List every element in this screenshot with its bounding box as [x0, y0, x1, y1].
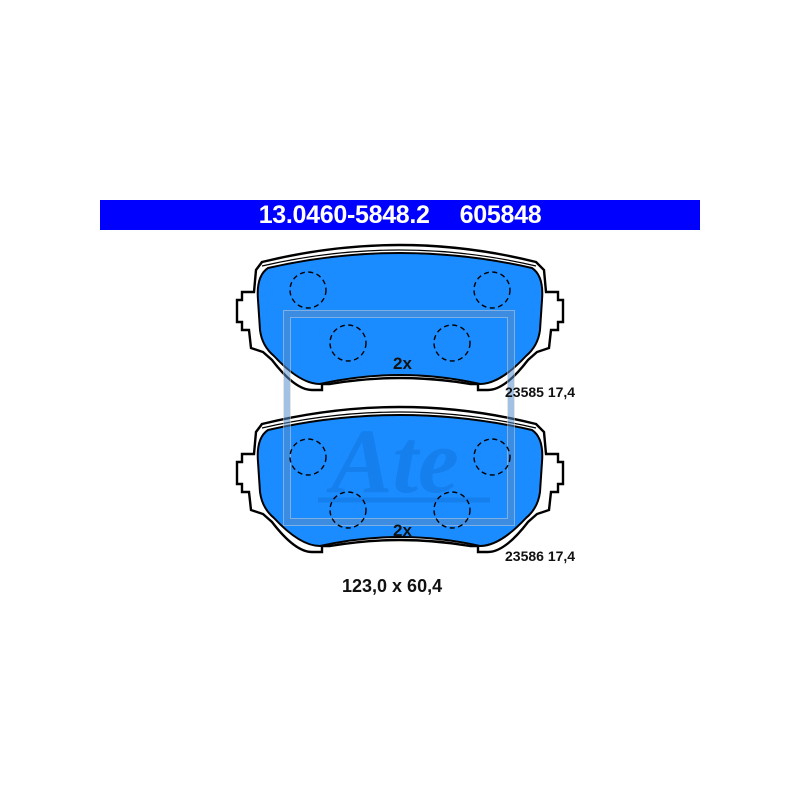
piston-marker-icon [473, 438, 511, 476]
piston-marker-icon [329, 324, 367, 362]
piston-marker-icon [433, 324, 471, 362]
pad-top-code: 23585 17,4 [505, 384, 576, 400]
piston-markers-top [289, 271, 511, 362]
pad-dimensions: 123,0 x 60,4 [342, 576, 443, 596]
part-number-header: 13.0460-5848.2 605848 [100, 200, 700, 230]
brake-pad-top [235, 243, 565, 392]
piston-markers-bottom [289, 438, 511, 529]
piston-marker-icon [433, 491, 471, 529]
piston-marker-icon [289, 271, 327, 309]
pad-bottom-quantity: 2x [393, 521, 412, 540]
ate-watermark: Ate [283, 310, 515, 526]
article-number: 605848 [459, 200, 542, 229]
ate-logo-text: Ate [326, 410, 459, 512]
piston-marker-icon [329, 491, 367, 529]
pad-bottom-code: 23586 17,4 [505, 548, 576, 564]
brake-pad-bottom [235, 405, 565, 554]
piston-marker-icon [289, 438, 327, 476]
part-number: 13.0460-5848.2 [258, 200, 430, 229]
piston-marker-icon [473, 271, 511, 309]
pad-top-quantity: 2x [393, 354, 412, 373]
